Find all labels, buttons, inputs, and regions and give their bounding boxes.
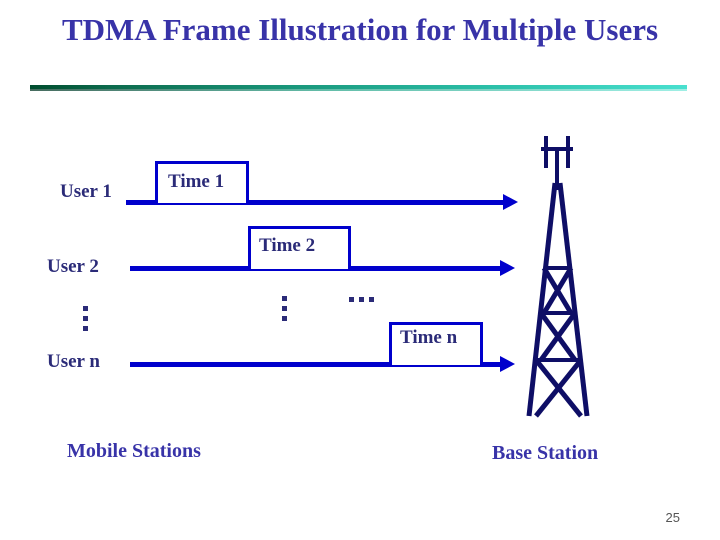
page-title: TDMA Frame Illustration for Multiple Use…	[61, 12, 659, 47]
caption-base-station: Base Station	[492, 442, 599, 464]
timeline-arrowhead-n	[500, 356, 515, 372]
timeline-axis-1	[126, 200, 510, 205]
transmission-tower-icon	[526, 136, 590, 418]
title-divider	[30, 85, 687, 89]
user-label-1: User 1	[60, 181, 112, 202]
slots-vertical-ellipsis	[282, 296, 287, 326]
time-slot-label-2: Time 2	[259, 235, 316, 256]
timeline-arrowhead-1	[503, 194, 518, 210]
timeline-arrowhead-2	[500, 260, 515, 276]
time-slot-label-1: Time 1	[168, 171, 225, 192]
caption-mobile-stations: Mobile Stations	[67, 440, 201, 462]
time-slot-box-1	[155, 161, 249, 203]
user-label-2: User 2	[47, 256, 99, 277]
time-slot-box-n	[389, 322, 483, 365]
slots-horizontal-ellipsis	[349, 297, 379, 302]
page-number: 25	[665, 510, 680, 525]
title-divider-highlight	[30, 89, 687, 91]
user-label-n: User n	[47, 351, 100, 372]
timeline-axis-n	[130, 362, 508, 367]
users-vertical-ellipsis	[83, 306, 88, 336]
time-slot-label-n: Time n	[400, 327, 458, 348]
time-slot-box-2	[248, 226, 351, 269]
